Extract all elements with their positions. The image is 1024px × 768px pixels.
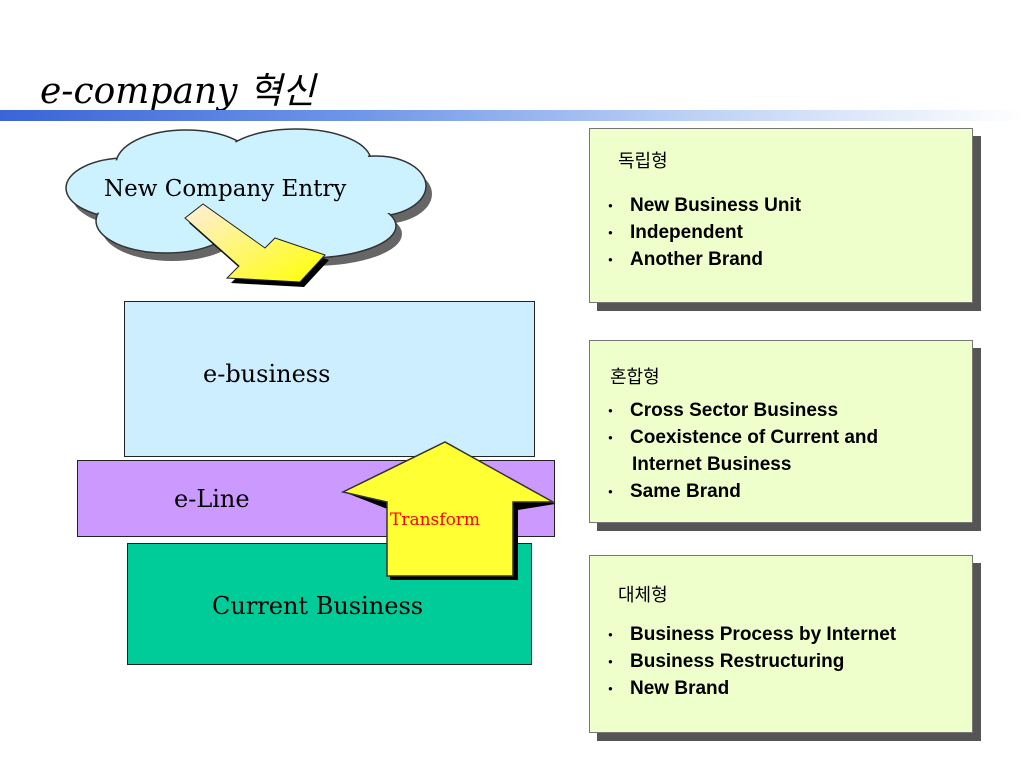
panel-replacement-title: 대체형 [618,585,668,606]
current-business-label: Current Business [212,592,424,620]
panel-mixed-list: Cross Sector Business Coexistence of Cur… [606,397,878,505]
down-right-arrow-icon [184,203,329,287]
list-item: Coexistence of Current and [606,424,878,451]
list-item: Same Brand [606,478,878,505]
transform-up-arrow-icon [340,441,556,580]
new-company-entry-label: New Company Entry [104,176,347,202]
list-item-continuation: Internet Business [632,454,792,475]
list-item: Independent [606,219,801,246]
e-business-layer: e-business [124,301,535,457]
panel-independent-title: 독립형 [618,151,668,172]
panel-mixed-title: 혼합형 [610,367,660,388]
transform-label: Transform [390,510,481,530]
panel-replacement-list: Business Process by Internet Business Re… [606,621,896,702]
e-business-label: e-business [203,360,331,388]
slide-title: e-company 혁신 [40,71,316,112]
title-underline-bar [0,110,1024,121]
list-item: Another Brand [606,246,801,273]
e-line-label: e-Line [174,485,250,513]
panel-mixed: 혼합형 Cross Sector Business Coexistence of… [589,340,973,523]
panel-independent: 독립형 New Business Unit Independent Anothe… [589,128,973,303]
panel-replacement: 대체형 Business Process by Internet Busines… [589,555,973,733]
current-business-layer: Current Business [127,543,532,665]
list-item: Cross Sector Business [606,397,878,424]
list-item: Business Process by Internet [606,621,896,648]
list-item: Business Restructuring [606,648,896,675]
panel-independent-list: New Business Unit Independent Another Br… [606,192,801,273]
list-item: New Business Unit [606,192,801,219]
list-item: New Brand [606,675,896,702]
